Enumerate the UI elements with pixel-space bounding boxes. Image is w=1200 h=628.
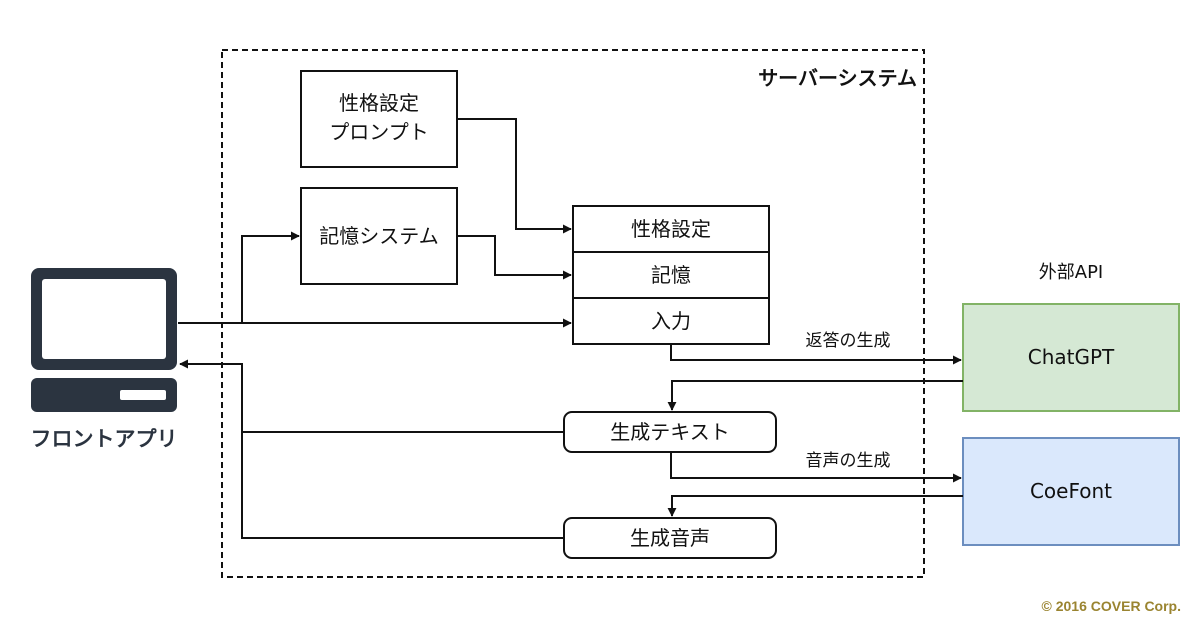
prompt-section-personality-label: 性格設定 [631,217,711,241]
response-generation-label: 返答の生成 [806,331,891,351]
memory-system-label: 記憶システム [319,224,438,248]
personality-prompt-label-line2: プロンプト [329,120,428,144]
coefont-box [962,437,1180,546]
arrow-memory-to-section [457,235,572,280]
arrow-chatgpt-to-text [667,380,963,411]
arrow-voice-to-client [179,359,564,539]
generated-text-label: 生成テキスト [610,420,729,444]
arrow-coefont-to-voice [667,495,963,517]
chatgpt-label: ChatGPT [1028,345,1115,369]
arrow-client-to-memory [241,231,300,323]
generated-voice-label: 生成音声 [630,526,710,550]
prompt-section-memory-label: 記憶 [651,263,691,287]
client-label: フロントアプリ [31,427,178,451]
connectors [178,118,963,539]
prompt-section-input-label: 入力 [651,309,691,333]
memory-system-box [300,187,458,285]
chatgpt-box [962,303,1180,412]
copyright-text: © 2016 COVER Corp. [1042,598,1181,614]
coefont-label: CoeFont [1030,479,1112,503]
arrow-prompt-to-personality [457,118,572,234]
voice-generation-label: 音声の生成 [806,451,891,471]
server-system-boundary [221,49,925,578]
personality-prompt-label-line1: 性格設定 [339,91,419,115]
server-system-title: サーバーシステム [758,66,917,90]
arrow-text-to-coefont [670,452,962,483]
arrow-input-to-chatgpt [670,344,962,365]
personality-prompt-box [300,70,458,168]
prompt-section-personality [572,205,770,253]
external-api-heading: 外部API [1039,262,1103,283]
computer-icon [31,268,177,412]
